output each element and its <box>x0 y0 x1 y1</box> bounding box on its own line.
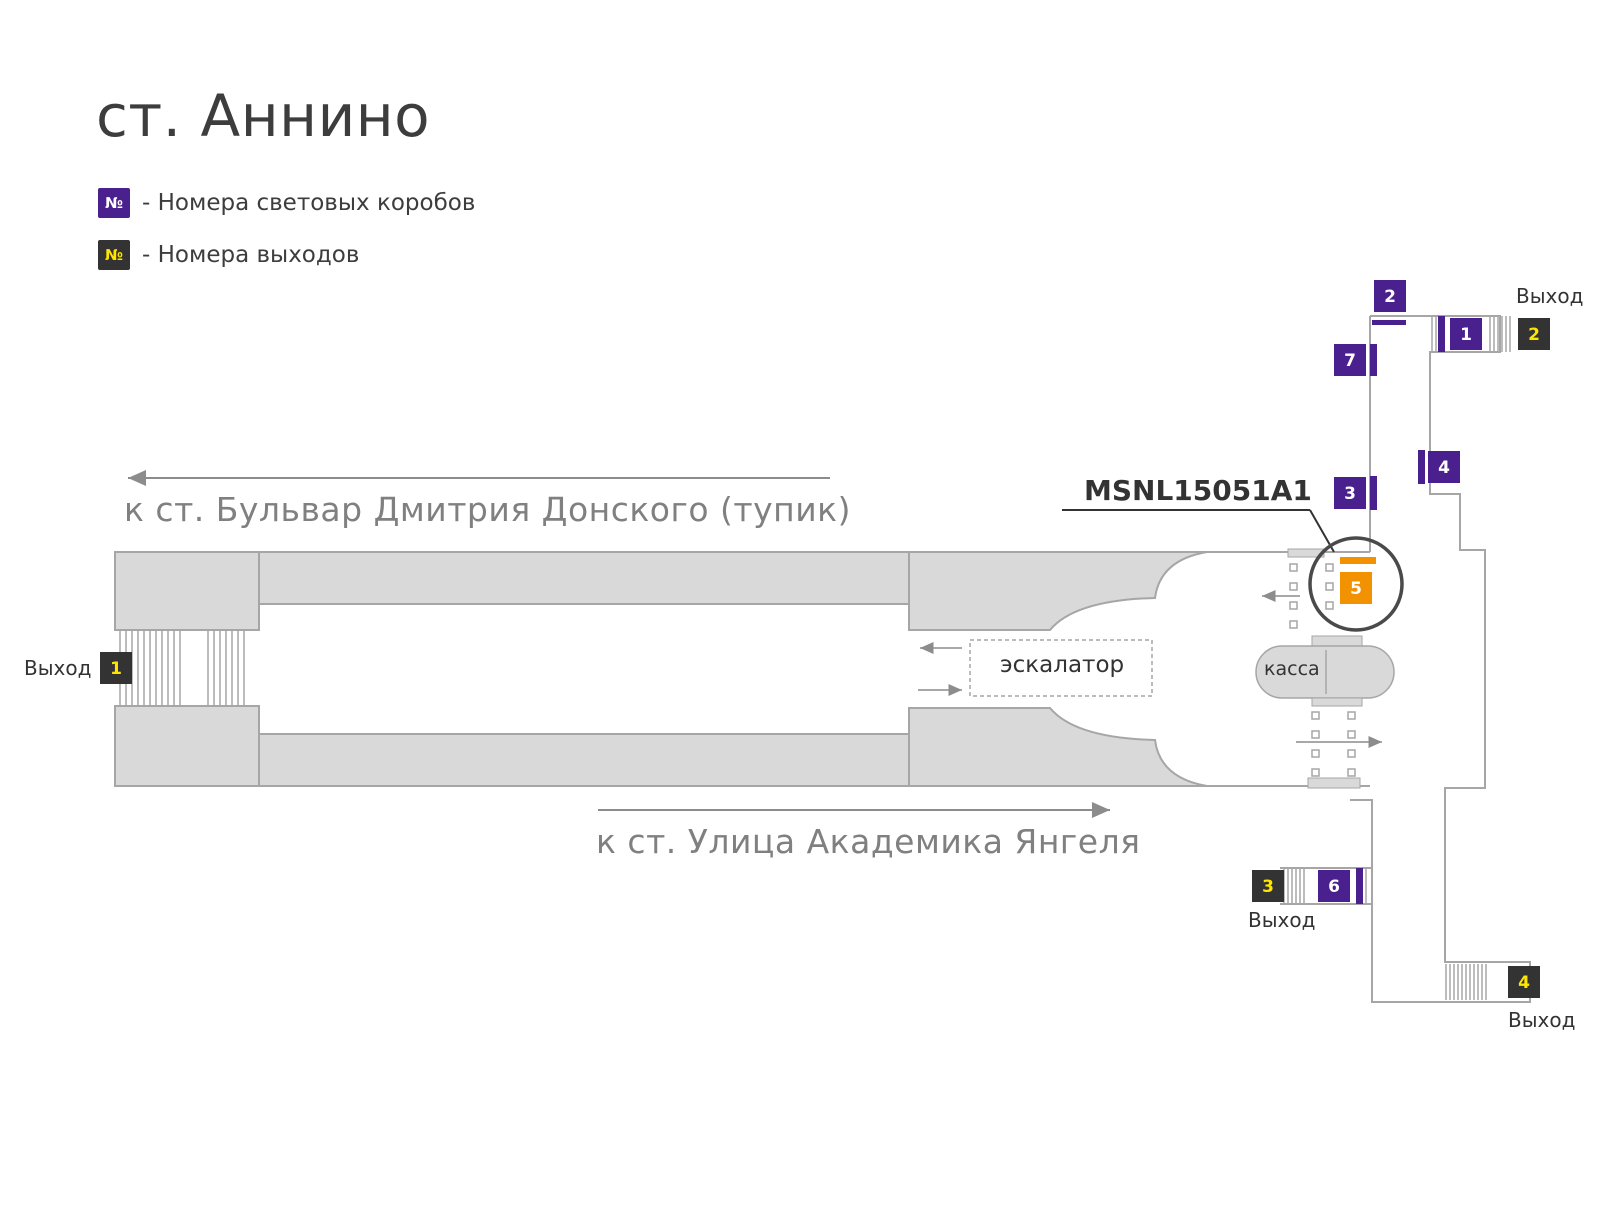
lightbox-6: 6 <box>1318 870 1350 902</box>
exit-3-marker: 3 <box>1252 870 1284 902</box>
lightbox-4: 4 <box>1428 451 1460 483</box>
lightbox-3-label: 3 <box>1344 484 1356 504</box>
lightbox-6-label: 6 <box>1328 877 1340 897</box>
lightbox-1-label: 1 <box>1460 325 1472 345</box>
legend-lightbox-text: - Номера световых коробов <box>142 190 476 216</box>
legend-exit: № - Номера выходов <box>98 240 359 270</box>
turnstiles-south <box>1311 711 1356 777</box>
hall-block-nw <box>114 551 260 631</box>
station-title: ст. Аннино <box>96 82 431 150</box>
lightbox-2: 2 <box>1374 280 1406 312</box>
lightbox-5: 5 <box>1340 572 1372 604</box>
platform-north <box>258 551 910 605</box>
exit-4-marker: 4 <box>1508 966 1540 998</box>
platform-south <box>258 733 910 787</box>
lightbox-1: 1 <box>1450 318 1482 350</box>
exit-4-caption: Выход <box>1508 1008 1576 1032</box>
legend-exit-swatch: № <box>98 240 130 270</box>
exit-3-caption: Выход <box>1248 908 1316 932</box>
exit-1-marker: 1 <box>100 652 132 684</box>
lightbox-5-label: 5 <box>1350 579 1362 599</box>
exit-4-number: 4 <box>1518 973 1530 993</box>
legend-lightbox-swatch: № <box>98 188 130 218</box>
highlight-circle <box>1308 536 1404 632</box>
escalator-label: эскалатор <box>1000 652 1125 678</box>
lightbox-3: 3 <box>1334 477 1366 509</box>
lightbox-7-label: 7 <box>1344 351 1356 371</box>
lightbox-4-label: 4 <box>1438 458 1450 478</box>
lightbox-2-label: 2 <box>1384 287 1396 307</box>
legend-lightbox: № - Номера световых коробов <box>98 188 475 218</box>
exit-1-number: 1 <box>110 659 122 679</box>
exit-3-number: 3 <box>1262 877 1274 897</box>
highlight-code-label: MSNL15051A1 <box>1084 474 1312 507</box>
turnstiles-north <box>1289 563 1334 629</box>
exit-1-caption: Выход <box>24 656 92 680</box>
exit-2-caption: Выход <box>1516 284 1584 308</box>
hall-block-ne <box>908 551 1208 631</box>
hall-block-se <box>908 707 1208 787</box>
exit-1-stairs <box>119 630 245 706</box>
exit-4-stairs <box>1445 964 1487 1000</box>
lightbox-7: 7 <box>1334 344 1366 376</box>
right-corridor-outline <box>1350 315 1531 1003</box>
direction-east-label: к ст. Улица Академика Янгеля <box>596 822 1141 861</box>
escalator-box <box>969 639 1153 697</box>
cashier-label: касса <box>1264 658 1320 680</box>
direction-west-label: к ст. Бульвар Дмитрия Донского (тупик) <box>124 490 851 529</box>
hall-block-sw <box>114 705 260 787</box>
exit-2-number: 2 <box>1528 325 1540 345</box>
exit-2-marker: 2 <box>1518 318 1550 350</box>
legend-exit-text: - Номера выходов <box>142 242 360 268</box>
